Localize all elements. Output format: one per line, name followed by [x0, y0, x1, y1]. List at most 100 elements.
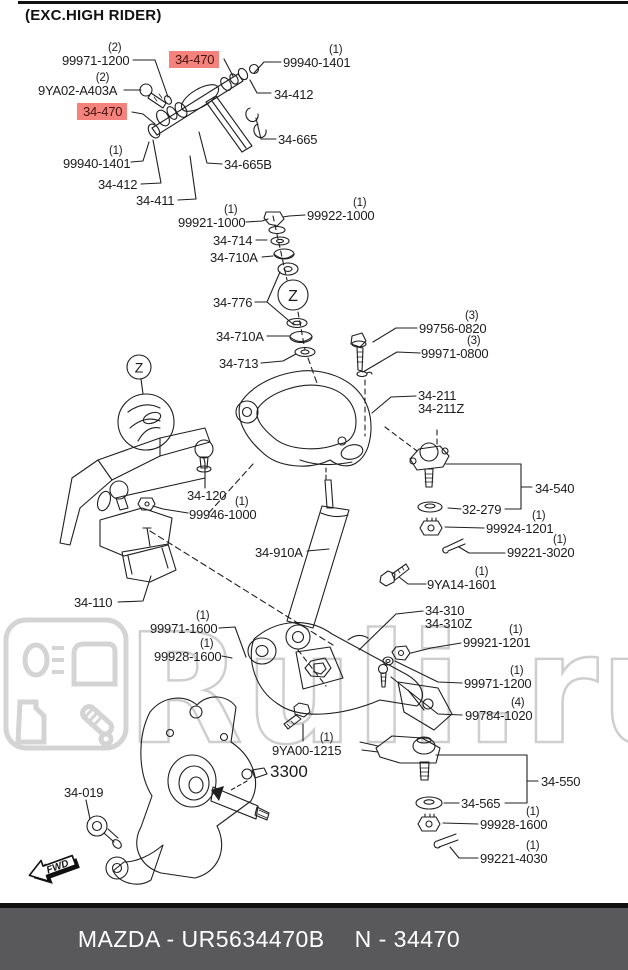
part-qty: (1)	[223, 204, 238, 216]
part-number-text: 3300	[270, 762, 308, 781]
part-qty: (1)	[509, 665, 524, 677]
arm-pivot-bolt	[350, 332, 373, 437]
part-label-34-710a: 34-710A	[216, 330, 264, 343]
part-number-text: 32-279	[462, 502, 502, 517]
part-number-text: 99971-1200	[464, 676, 532, 691]
part-label-34-540: 34-540	[535, 482, 574, 495]
part-label-34-470[interactable]: 34-470	[169, 51, 220, 68]
part-qty: (1)	[328, 44, 343, 56]
part-number-text: 99971-0800	[421, 346, 489, 361]
part-label-99940-1401: (1)99940-1401	[283, 44, 351, 70]
knuckle-bolt	[283, 702, 311, 730]
top-border-line	[18, 1, 628, 4]
part-qty: (1)	[195, 610, 210, 622]
part-qty: (3)	[466, 335, 481, 347]
lower-control-arm	[247, 622, 453, 731]
part-number-text: 34-310Z	[425, 616, 473, 631]
part-label-34-710a: 34-710A	[210, 251, 258, 264]
part-label-99924-1201: (1)99924-1201	[486, 510, 554, 536]
part-number-text: 34-565	[461, 796, 501, 811]
part-label-34-665: 34-665	[278, 133, 317, 146]
steering-knuckle	[86, 696, 270, 885]
part-label-34-019: 34-019	[64, 786, 103, 799]
part-number-text: 34-714	[213, 233, 253, 248]
part-label-99784-1020: (4)99784-1020	[465, 697, 533, 723]
part-number-text: 99784-1020	[465, 708, 533, 723]
part-label-99221-4030: (1)99221-4030	[480, 840, 548, 866]
part-label-99928-1600: (1)99928-1600	[154, 638, 222, 664]
part-qty: (1)	[199, 638, 214, 650]
part-label-99940-1401: (1)99940-1401	[63, 145, 131, 170]
torsion-bar-assembly	[139, 63, 267, 153]
part-label-99221-3020: (1)99221-3020	[507, 534, 575, 559]
part-number-text: 34-470	[175, 52, 215, 67]
part-number-text: 99946-1000	[189, 507, 257, 522]
part-label-34-713: 34-713	[219, 357, 258, 370]
part-label-3300: 3300	[270, 763, 308, 780]
part-label-34-470[interactable]: 34-470	[77, 103, 128, 120]
part-number-text: 34-550	[541, 774, 581, 789]
part-label-34-565: 34-565	[461, 797, 500, 810]
z-marker: Z	[135, 360, 144, 376]
part-label-99946-1000: (1)99946-1000	[189, 496, 257, 522]
part-label-34-110: 34-110	[74, 595, 113, 610]
part-label-99921-1000: (1)99921-1000	[178, 204, 246, 230]
part-number-text: 34-211Z	[418, 401, 465, 416]
part-label-34-714: 34-714	[213, 234, 252, 247]
part-qty: (1)	[234, 496, 249, 508]
part-label-34-776: 34-776	[213, 296, 252, 309]
watermark-logo-icon	[3, 617, 129, 751]
upper-ball-joint-set	[384, 426, 466, 554]
part-number-text: 99928-1600	[154, 649, 222, 664]
z-marker: Z	[288, 288, 298, 305]
part-label-34-411: 34-411	[136, 194, 175, 207]
part-label-9ya14-1601: (1)9YA14-1601	[427, 566, 497, 592]
upper-mount-stack	[263, 211, 316, 358]
part-number-text: 34-910A	[255, 545, 303, 560]
footer-divider	[0, 903, 628, 908]
part-number-text: 99221-4030	[480, 851, 548, 866]
part-label-99922-1000: (1)99922-1000	[307, 197, 375, 222]
part-number-text: 99940-1401	[283, 55, 351, 70]
part-number-text: 34-412	[274, 87, 314, 102]
part-number-text: 34-776	[213, 295, 253, 310]
part-label-99971-0800: (3)99971-0800	[421, 335, 489, 361]
part-qty: (2)	[107, 42, 122, 54]
strut-bolt	[379, 563, 410, 587]
part-number-text: 34-710A	[216, 329, 264, 344]
part-number-text: 9YA14-1601	[427, 577, 497, 592]
part-qty: (3)	[464, 310, 479, 322]
part-number-text: 34-110	[74, 595, 113, 610]
part-qty: (1)	[552, 534, 567, 546]
part-number-text: 34-211	[418, 388, 457, 403]
part-label-9ya00-1215: (1)9YA00-1215	[272, 732, 342, 758]
fwd-arrow: FWD	[28, 854, 80, 884]
part-qty: (1)	[108, 145, 123, 157]
part-number-text: 99921-1000	[178, 215, 246, 230]
upper-control-arm	[235, 370, 372, 467]
part-number-text: 34-470	[83, 104, 123, 119]
part-number-text: 34-710A	[210, 250, 258, 265]
part-number-text: 34-120	[187, 488, 227, 503]
part-number-text: 34-019	[64, 785, 104, 800]
part-number-text: 99971-1200	[62, 53, 130, 68]
part-label-9ya02-a403a: (2)9YA02-A403A	[38, 72, 117, 97]
detail-markers: Z Z	[117, 279, 309, 451]
frame-bracket	[59, 427, 214, 583]
part-qty: (1)	[352, 197, 367, 209]
part-number-text: 99924-1201	[486, 521, 554, 536]
lower-ball-joint-set	[359, 735, 459, 849]
part-number-text: 99756-0820	[419, 321, 487, 336]
part-number-text: 99971-1600	[150, 621, 218, 636]
part-number-text: 34-310	[425, 603, 465, 618]
part-label-99921-1201: (1)99921-1201	[463, 624, 531, 649]
part-label-99971-1200: (1)99971-1200	[464, 665, 532, 691]
part-label-99971-1200: (2)99971-1200	[62, 42, 130, 68]
part-qty: (1)	[319, 732, 334, 744]
part-label-99756-0820: (3)99756-0820	[419, 310, 487, 336]
part-number-text: 9YA00-1215	[272, 743, 342, 758]
footer-bar: MAZDA - UR5634470B N - 34470	[0, 908, 628, 970]
part-number-text: 99928-1600	[480, 817, 548, 832]
